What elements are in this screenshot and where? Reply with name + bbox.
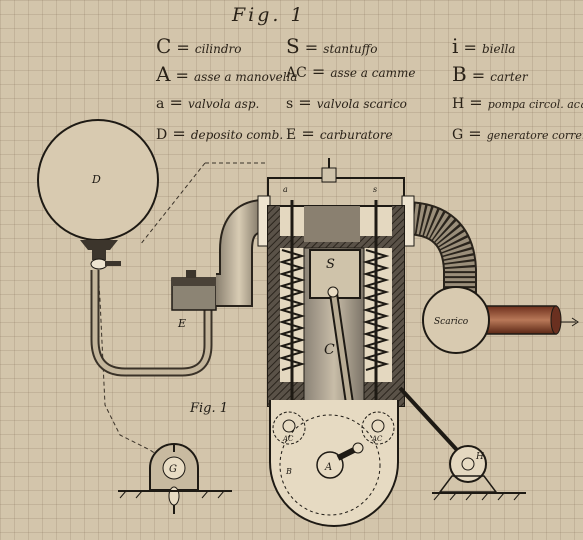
legend-key: C [156, 34, 172, 58]
legend-text: biella [481, 42, 516, 56]
fuel-tank: D [37, 119, 159, 270]
legend-entry: E = carburatore [286, 124, 393, 143]
legend-entry: H = pompa circol. acqua [452, 93, 583, 112]
legend-text: deposito comb. [190, 128, 284, 142]
cam-left: AC [272, 411, 306, 445]
carburetor-label: E [177, 317, 186, 330]
legend-key: D [156, 127, 168, 143]
carburetor: E [171, 270, 217, 330]
tank-label: D [91, 173, 101, 186]
legend-key: G [452, 127, 464, 143]
piston-label: S [326, 257, 335, 272]
crankcase-label: B [285, 467, 292, 476]
legend-text: asse a camme [330, 66, 416, 80]
legend-text: valvola asp. [187, 97, 260, 111]
legend-text: carburatore [319, 128, 393, 142]
legend-entry: G = generatore corrente [452, 124, 583, 143]
generator: G [118, 443, 232, 514]
legend-entry: S = stantuffo [286, 34, 378, 58]
legend-entry: D = deposito comb. [156, 124, 284, 143]
cylinder-label: C [324, 342, 335, 358]
legend-text: generatore corrente [486, 129, 583, 142]
wiring-line [139, 162, 206, 246]
wiring-line [81, 209, 166, 461]
valve-spring-right [362, 200, 390, 418]
exhaust-silencer: Scarico [422, 286, 579, 354]
legend-key: AC [286, 65, 307, 81]
legend-text: stantuffo [323, 42, 378, 56]
figure-title: Fig. 1 [232, 4, 306, 26]
legend-entry: i = biella [452, 34, 516, 58]
cam-label-left: AC [282, 435, 294, 443]
legend-entry: AC = asse a camme [286, 62, 416, 81]
pump-label: H [475, 452, 484, 462]
legend-entry: s = valvola scarico [286, 93, 407, 112]
cam-right: AC [361, 411, 395, 445]
legend-key: H [452, 96, 465, 112]
legend-key: S [286, 34, 300, 58]
legend-key: B [452, 62, 467, 86]
legend-entry: a = valvola asp. [156, 93, 260, 112]
legend-key: s [286, 96, 294, 112]
legend-entry: A = asse a manovella [156, 62, 298, 86]
valve-label-a: a [283, 185, 288, 194]
figure-caption: Fig. 1 [189, 401, 228, 416]
legend-key: a [156, 96, 165, 112]
legend-text: pompa circol. acqua [487, 98, 583, 111]
exhaust-label: Scarico [434, 317, 469, 327]
legend-text: cilindro [194, 42, 242, 56]
legend-text: valvola scarico [316, 97, 407, 111]
legend-text: carter [490, 70, 528, 84]
water-pump: H [432, 445, 526, 501]
valve-label-s: s [373, 185, 377, 194]
legend-key: A [156, 62, 171, 86]
generator-label: G [169, 464, 177, 475]
legend-key: E [286, 127, 297, 143]
valve-spring-left [278, 200, 306, 418]
legend-text: asse a manovella [194, 70, 298, 84]
crankcase: A B [269, 400, 399, 527]
legend-key: i [452, 34, 459, 58]
cam-label-right: AC [371, 435, 383, 443]
crankshaft-label: A [324, 462, 332, 473]
legend-entry: B = carter [452, 62, 528, 86]
legend-entry: C = cilindro [156, 34, 242, 58]
